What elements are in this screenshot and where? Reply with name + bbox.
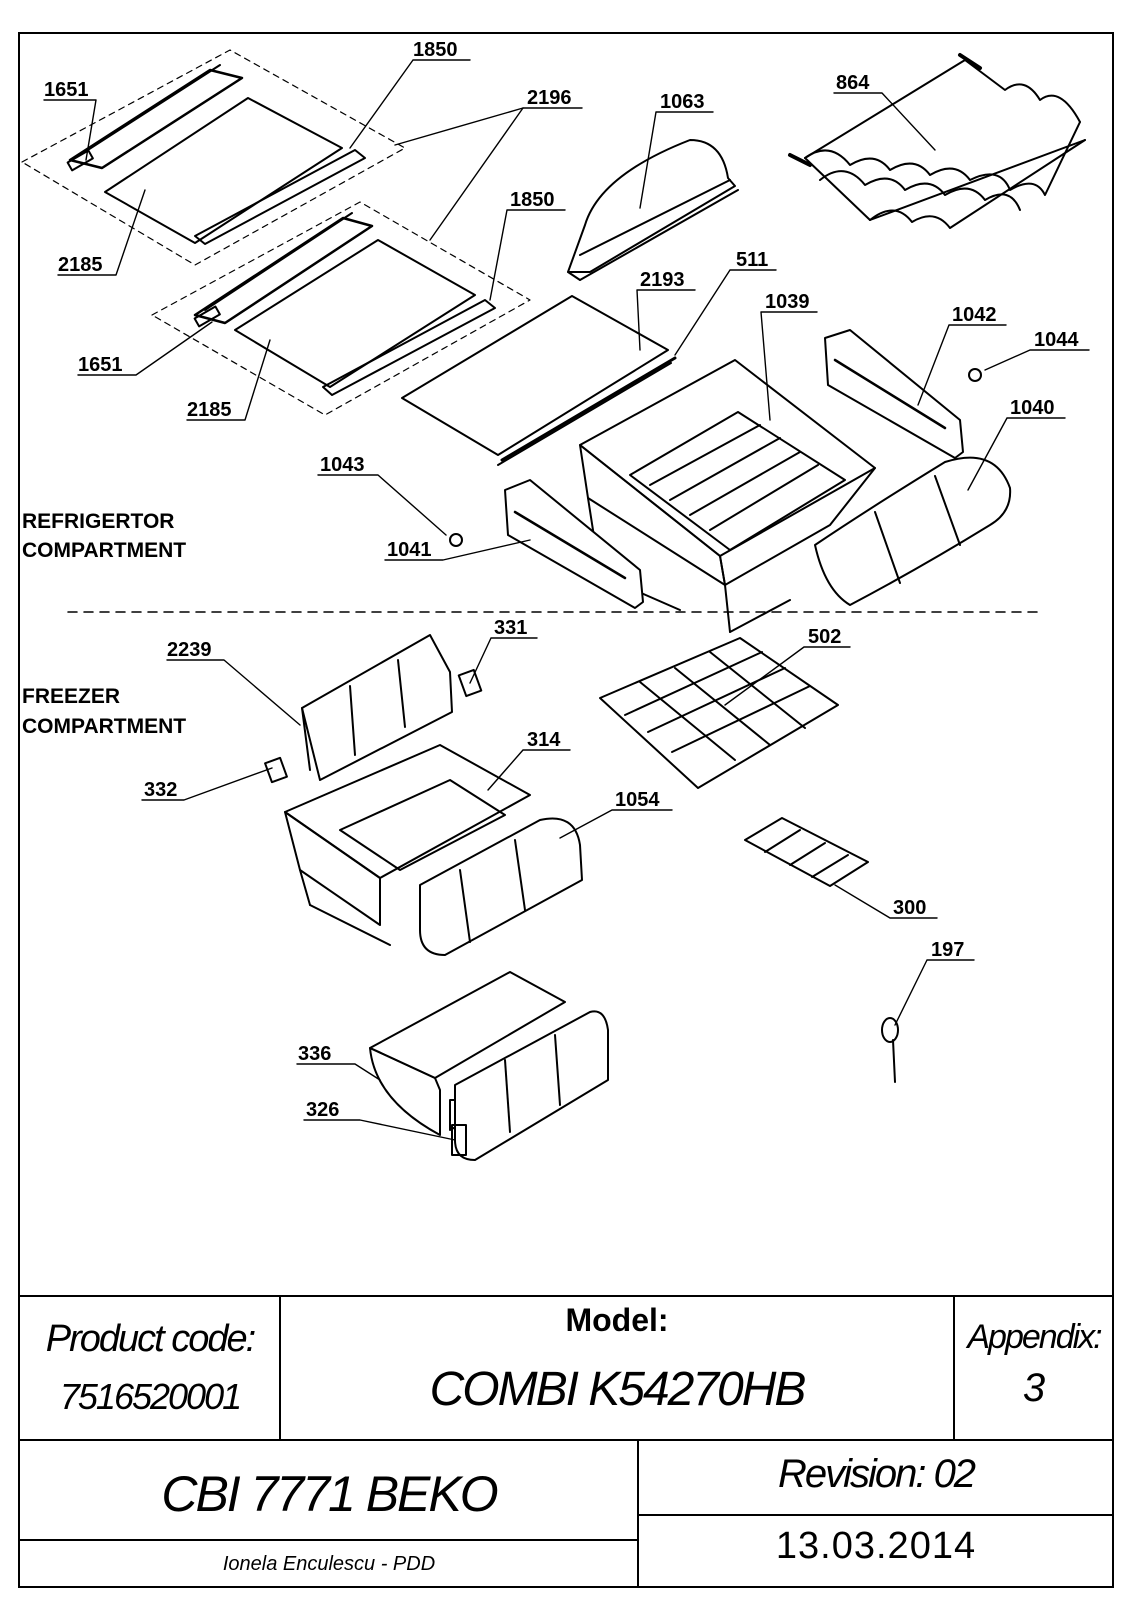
hinge-331 xyxy=(457,668,483,698)
callout-1651-upper: 1651 xyxy=(44,79,89,101)
callout-300: 300 xyxy=(893,897,926,919)
bottle-guard-1063 xyxy=(567,139,739,281)
callout-1651-lower: 1651 xyxy=(78,354,123,376)
revision-date: 13.03.2014 xyxy=(775,1525,977,1567)
glass-shelf-2193 xyxy=(401,295,669,456)
crisper-drawer-1039 xyxy=(579,359,876,633)
callout-864: 864 xyxy=(836,72,870,94)
drawer-front-1040 xyxy=(814,456,1012,606)
product-code-value: 7516520001 xyxy=(59,1376,242,1417)
callout-1040: 1040 xyxy=(1010,397,1055,419)
part-197 xyxy=(881,1017,899,1083)
callout-1850-lower: 1850 xyxy=(510,189,555,211)
callout-2185-upper: 2185 xyxy=(58,254,103,276)
part-callouts: 1651 1850 2196 1063 864 2185 1850 2193 5… xyxy=(44,39,1079,1121)
wine-rack-864 xyxy=(788,53,1086,229)
callout-331: 331 xyxy=(494,617,527,639)
product-name: CBI 7771 BEKO xyxy=(161,1466,498,1522)
callout-1850-upper: 1850 xyxy=(413,39,458,61)
freezer-drawer-front-1054 xyxy=(419,817,583,956)
callout-326: 326 xyxy=(306,1099,339,1121)
callout-1039: 1039 xyxy=(765,291,810,313)
callout-1041: 1041 xyxy=(387,539,432,561)
shelf-assembly-upper xyxy=(21,49,406,266)
author: Ionela Enculescu - PDD xyxy=(222,1553,436,1575)
refrigerator-compartment-label-line1: REFRIGERTOR xyxy=(22,510,174,533)
callout-197: 197 xyxy=(931,939,964,961)
shelf-assembly-lower xyxy=(151,201,531,416)
callout-314: 314 xyxy=(527,729,561,751)
freezer-compartment-label-line1: FREEZER xyxy=(22,685,120,708)
title-block-grid xyxy=(18,1295,1114,1588)
callout-511: 511 xyxy=(736,249,768,271)
leader-lines xyxy=(43,59,1090,1141)
callout-1042: 1042 xyxy=(952,304,997,326)
callout-336: 336 xyxy=(298,1043,331,1065)
model-label: Model: xyxy=(565,1302,669,1338)
callout-332: 332 xyxy=(144,779,177,801)
profile-strip-511 xyxy=(497,356,677,466)
callout-2196: 2196 xyxy=(527,87,572,109)
model-value: COMBI K54270HB xyxy=(429,1363,807,1416)
callout-2239: 2239 xyxy=(167,639,212,661)
callout-1043: 1043 xyxy=(320,454,365,476)
callout-1054: 1054 xyxy=(615,789,660,811)
clip-1044 xyxy=(968,368,982,382)
callout-2193: 2193 xyxy=(640,269,685,291)
freezer-drawer-front-336 xyxy=(454,1010,609,1161)
ice-tray-300 xyxy=(744,817,869,887)
callout-1044: 1044 xyxy=(1034,329,1079,351)
wire-shelf-502 xyxy=(599,637,839,789)
product-code-label: Product code: xyxy=(45,1318,256,1360)
hinge-332 xyxy=(264,756,288,784)
revision: Revision: 02 xyxy=(777,1452,976,1496)
drawing-frame xyxy=(18,32,1114,1588)
appendix-value: 3 xyxy=(1022,1366,1046,1410)
freezer-flap-2239 xyxy=(301,634,453,781)
clip-1043 xyxy=(449,533,463,547)
freezer-compartment-label-line2: COMPARTMENT xyxy=(22,715,186,738)
callout-1063: 1063 xyxy=(660,91,705,113)
callout-2185-lower: 2185 xyxy=(187,399,232,421)
drawer-rail-1042 xyxy=(824,329,964,459)
drawer-rail-1041 xyxy=(504,479,644,609)
appendix-label: Appendix: xyxy=(967,1318,1102,1356)
callout-502: 502 xyxy=(808,626,841,648)
refrigerator-compartment-label-line2: COMPARTMENT xyxy=(22,539,186,562)
freezer-drawer-314 xyxy=(284,744,531,946)
